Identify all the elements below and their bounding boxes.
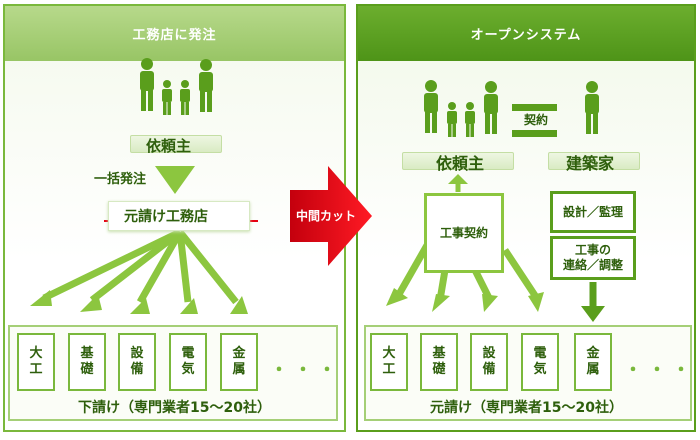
left-client-family-icon [140,58,213,115]
architect-label: 建築家 [566,154,615,173]
left-order-arrow [155,166,195,194]
right-trade-foundation: 基 礎 [420,333,458,391]
left-panel-header: 工務店に発注 [5,6,344,61]
left-trade-carpentry: 大 工 [17,333,55,391]
right-contractor-caption: 元請け（専門業者15〜20社） [430,400,623,416]
architect-icon [585,81,599,134]
right-panel-header: オープンシステム [358,6,694,61]
left-trade-electrical: 電 気 [169,333,207,391]
order-label: 一括発注 [94,172,147,187]
left-fan-arrows [42,228,239,305]
left-client-label: 依頼主 [146,137,192,155]
left-subcontractor-caption: 下請け（専門業者15〜20社） [78,400,271,416]
right-fan-arrowheads [386,288,544,312]
middle-cut-arrow [290,166,372,266]
design-supervision-box: 設計／監理 [550,191,636,233]
left-fan-arrowheads [30,290,248,314]
right-trade-metal: 金 属 [574,333,612,391]
left-trade-metal: 金 属 [220,333,258,391]
prime-contractor-label: 元請け工務店 [124,209,208,225]
coordination-box: 工事の 連絡／調整 [550,236,636,280]
right-trade-carpentry: 大 工 [370,333,408,391]
construction-contract-box: 工事契約 [424,193,504,273]
left-trade-foundation: 基 礎 [68,333,106,391]
right-trade-electrical: 電 気 [521,333,559,391]
middle-cut-label: 中間カット [296,209,357,223]
right-trade-equipment: 設 備 [470,333,508,391]
right-client-bar [402,152,514,170]
prime-contractor-box [108,201,250,231]
left-trade-equipment: 設 備 [118,333,156,391]
left-more-dots: ・・・ [270,360,342,381]
architect-bar [548,152,640,170]
right-more-dots: ・・・ [624,360,696,381]
right-client-family-icon [424,80,498,137]
contract-label: 契約 [524,113,549,127]
right-up-arrow [448,174,468,184]
contract-bar-top [512,104,557,111]
right-down-arrow [581,306,605,322]
left-client-bar [130,135,222,153]
contract-bar-bottom [512,130,557,137]
right-client-label: 依頼主 [436,154,485,173]
